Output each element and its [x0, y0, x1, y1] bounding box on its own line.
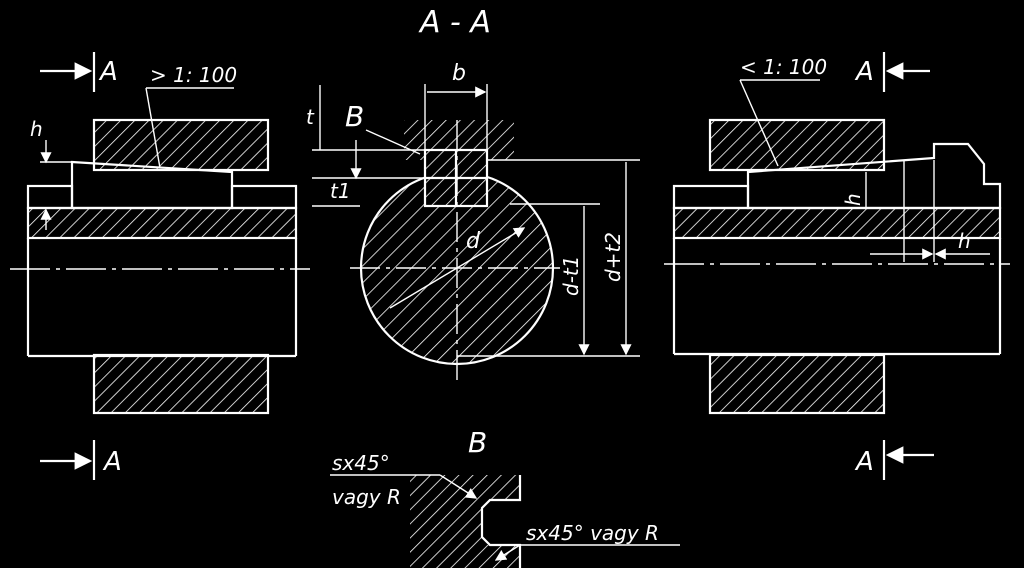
right-view: A A h h < 1: 100: [664, 52, 1010, 480]
dim-h-left: h: [30, 117, 43, 141]
section-mark-right-bottom: A: [854, 447, 874, 477]
dim-t1: t1: [330, 179, 351, 203]
chamfer-2: sx45° vagy R: [526, 521, 659, 545]
section-mark-left-top: A: [98, 57, 118, 87]
taper-left: > 1: 100: [150, 63, 237, 87]
detail-ref-label: B: [345, 100, 364, 133]
dim-h-right-1: h: [841, 193, 865, 206]
dim-d-plus-t2: d+t2: [601, 232, 625, 282]
chamfer-1-line2: vagy R: [332, 485, 401, 509]
dim-b: b: [452, 61, 466, 86]
dim-t: t: [306, 105, 315, 129]
detail-title: B: [468, 426, 487, 459]
dim-d: d: [466, 229, 481, 254]
dim-d-minus-t1: d-t1: [559, 256, 583, 296]
taper-right: < 1: 100: [740, 55, 827, 79]
dim-h-right-2: h: [958, 229, 971, 253]
chamfer-1-line1: sx45°: [332, 451, 390, 475]
left-view: A A h > 1: 100: [10, 52, 310, 480]
section-title: A - A: [418, 5, 491, 40]
center-section: d b B t t1 d-t1 d+t2: [306, 61, 640, 380]
section-mark-left-bottom: A: [102, 447, 122, 477]
section-mark-right-top: A: [854, 57, 874, 87]
detail-b: B sx45° vagy R sx45° vagy R: [330, 426, 680, 568]
